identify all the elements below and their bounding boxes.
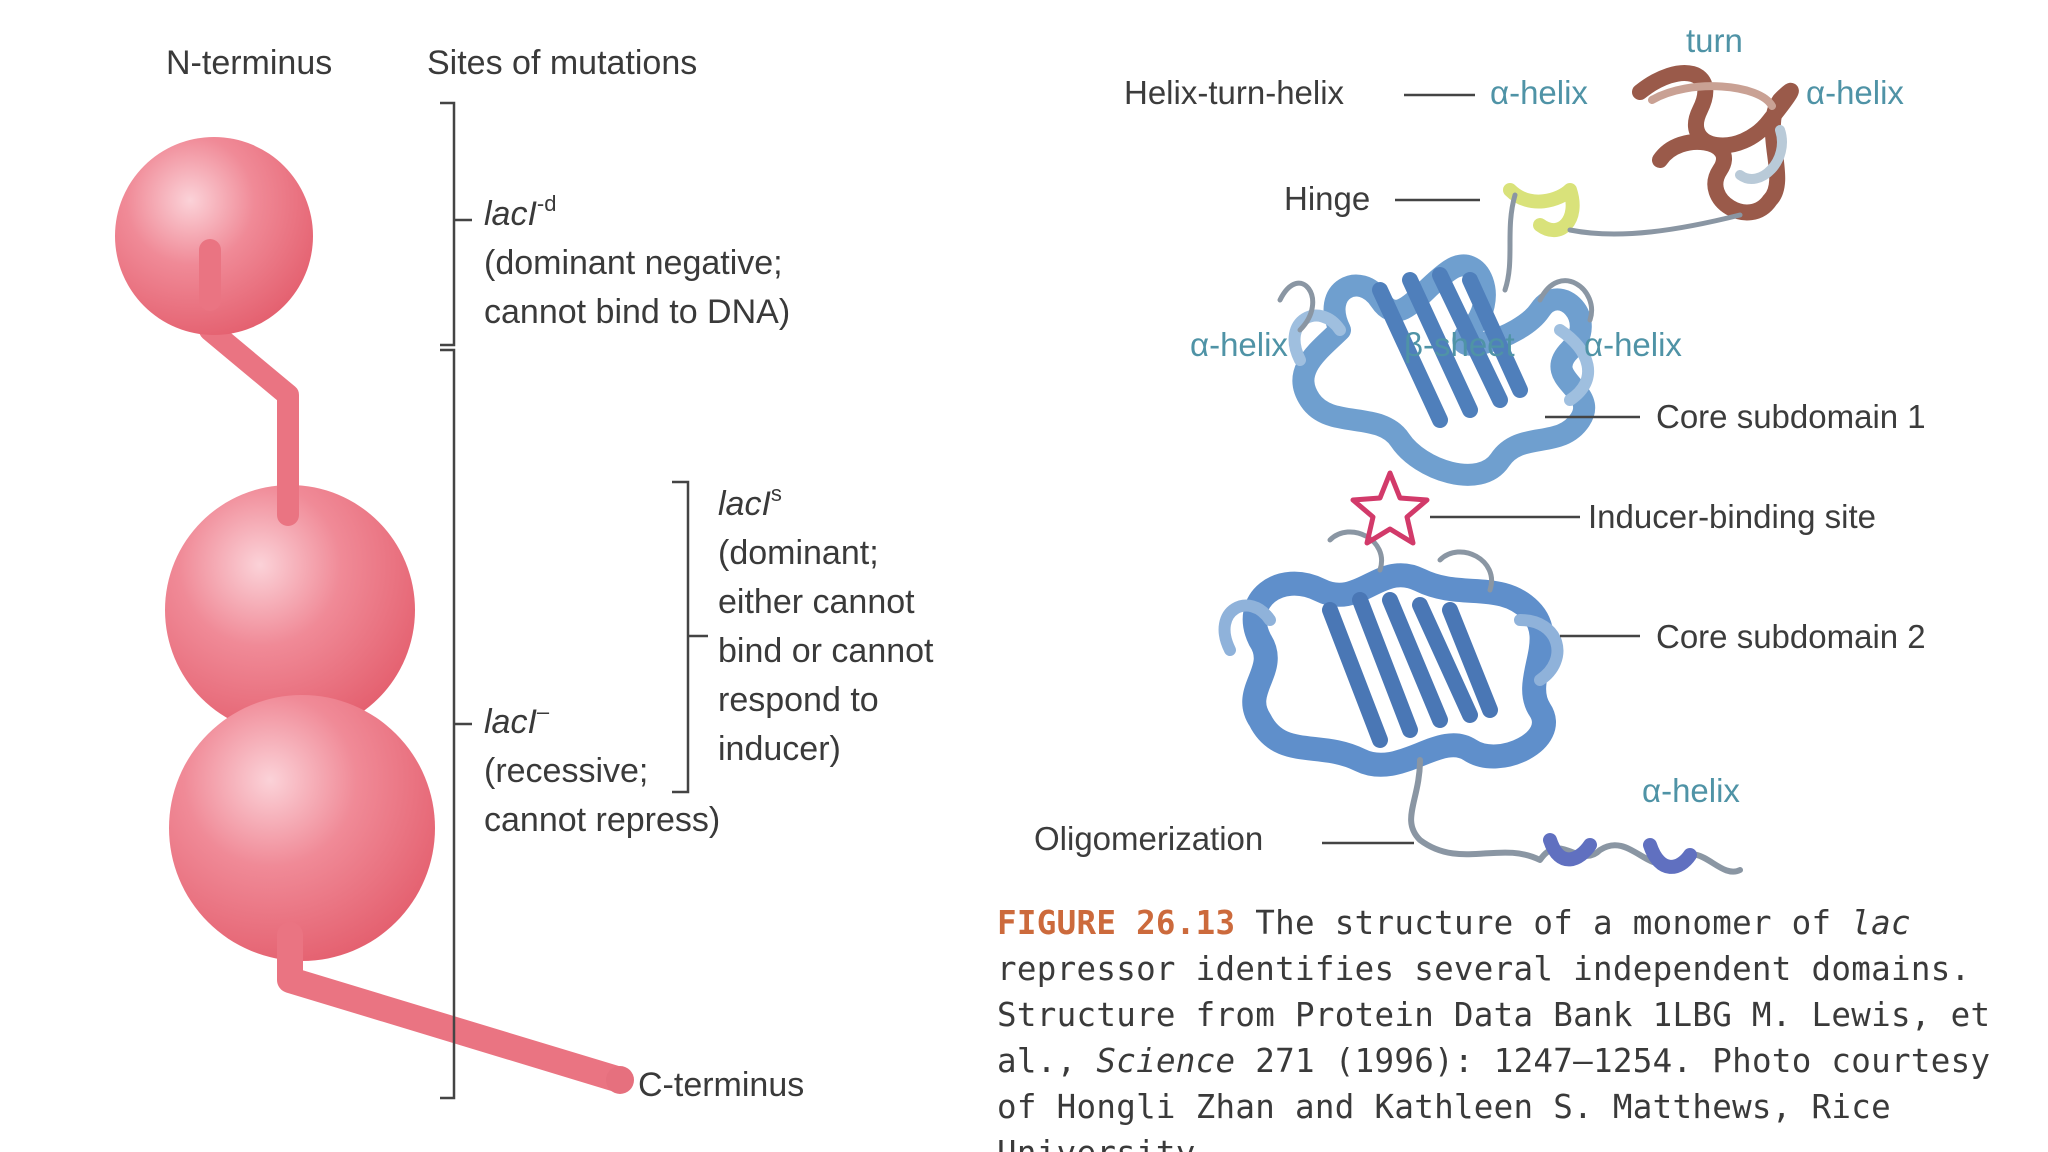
inducer-binding-site-label: Inducer-binding site <box>1588 498 1877 535</box>
sites-of-mutations-heading: Sites of mutations <box>427 44 698 82</box>
core-subdomain-2-ribbon <box>1242 563 1556 777</box>
helix-turn-helix-label: Helix-turn-helix <box>1124 74 1345 111</box>
figure-caption: FIGURE 26.13 The structure of a monomer … <box>997 904 1991 1152</box>
alpha-helix-top-right-label: α-helix <box>1806 74 1904 111</box>
turn-label: turn <box>1686 22 1743 59</box>
bracket-laci-minus <box>440 348 456 1100</box>
hinge-label: Hinge <box>1284 180 1371 217</box>
oligomerization-label: Oligomerization <box>1034 820 1264 857</box>
core-domain-sphere-1 <box>165 485 415 735</box>
n-terminus-label: N-terminus <box>166 44 333 82</box>
hth-ribbon <box>1632 65 1799 221</box>
c-terminal-tail <box>277 922 633 1093</box>
dna-binding-domain-sphere <box>115 137 313 335</box>
core-subdomain-1-ribbon <box>1292 254 1596 486</box>
figure-number: FIGURE 26.13 <box>997 904 1236 942</box>
mutation-laci-d: lacI-d (dominant negative; cannot bind t… <box>484 191 791 332</box>
c-terminus-label: C-terminus <box>638 1066 805 1104</box>
inducer-binding-star <box>1350 470 1430 546</box>
beta-sheet-label: β-sheet <box>1404 326 1515 363</box>
repressor-domain-diagram <box>115 101 708 1100</box>
hinge-ribbon <box>1503 183 1580 237</box>
mutation-laci-s: lacIs (dominant; either cannot bind or c… <box>718 481 934 769</box>
alpha-helix-mid-left-label: α-helix <box>1190 326 1288 363</box>
alpha-helix-mid-right-label: α-helix <box>1584 326 1682 363</box>
alpha-helix-top-left-label: α-helix <box>1490 74 1588 111</box>
core-domain-sphere-2 <box>169 695 435 961</box>
alpha-helix-bottom-label: α-helix <box>1642 772 1740 809</box>
mutation-laci-minus: lacI– (recessive; cannot repress) <box>484 699 721 840</box>
core-subdomain-2-label: Core subdomain 2 <box>1656 618 1926 655</box>
bracket-laci-d <box>440 101 456 347</box>
core-subdomain-1-label: Core subdomain 1 <box>1656 398 1926 435</box>
